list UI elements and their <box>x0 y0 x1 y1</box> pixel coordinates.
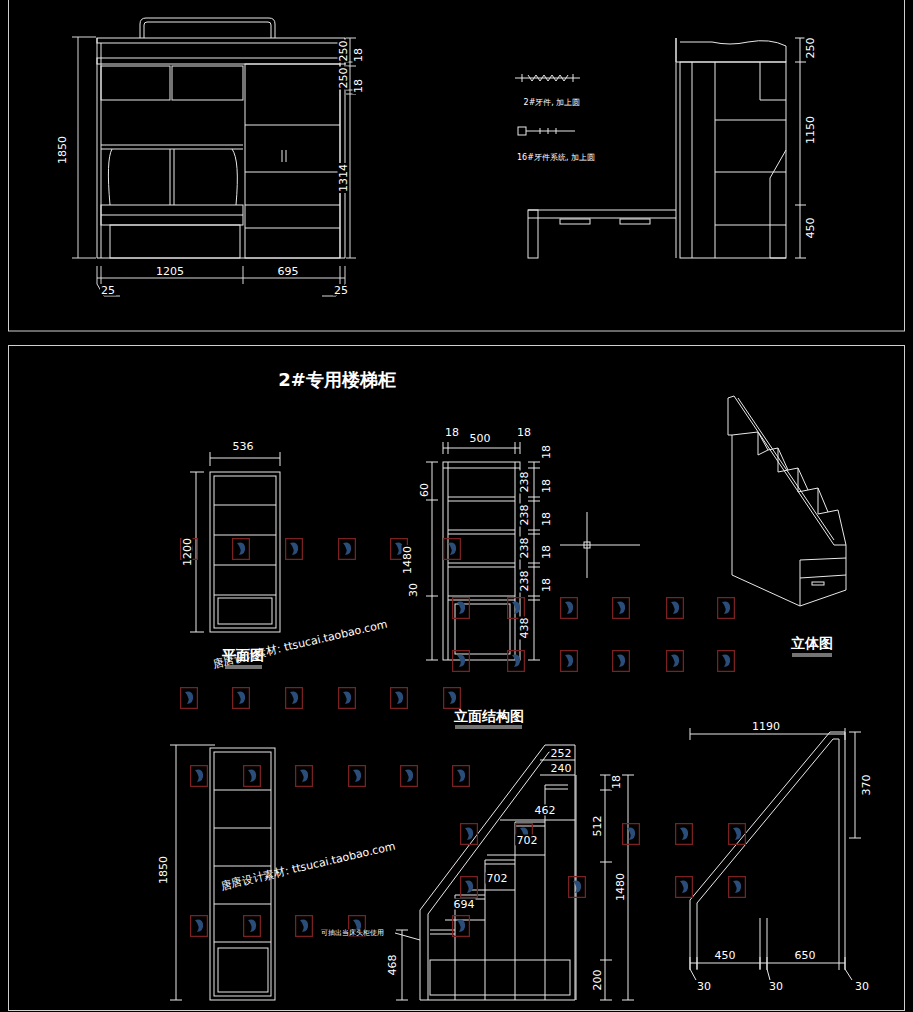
dimension-value: 30 <box>408 582 419 598</box>
dimension-value: 238 <box>519 570 530 593</box>
view-caption: 立体图 <box>790 636 834 650</box>
bed-side-view <box>528 38 806 258</box>
watermark: 唐唐设计素材: ttsucai.taobao.com <box>211 618 390 669</box>
dimension-lines <box>72 37 356 296</box>
dimension-value: 1314 <box>338 163 349 193</box>
panel-frames <box>9 0 905 1011</box>
dimension-value: 18 <box>541 444 552 460</box>
dimension-value: 694 <box>453 899 476 910</box>
dimension-value: 25 <box>100 285 116 296</box>
dimension-value: 1200 <box>182 537 193 567</box>
dimension-value: 252 <box>550 748 573 759</box>
dimension-value: 500 <box>469 433 492 444</box>
dimension-value: 238 <box>519 471 530 494</box>
dimension-value: 238 <box>519 537 530 560</box>
crosshair-mark <box>560 512 640 578</box>
dimension-value: 18 <box>353 47 364 63</box>
sheet-title: 2#专用楼梯柜 <box>277 371 397 389</box>
dimension-value: 450 <box>714 950 737 961</box>
handrail-drawing <box>690 728 861 980</box>
dimension-value: 468 <box>387 954 398 977</box>
dimension-value: 250 <box>338 40 349 63</box>
dimension-value: 438 <box>519 617 530 640</box>
dimension-value: 18 <box>541 577 552 593</box>
dimension-value: 240 <box>550 763 573 774</box>
dimension-value: 695 <box>277 266 300 277</box>
stair-profile <box>395 745 634 1000</box>
dimension-value: 18 <box>444 427 460 438</box>
dimension-value: 238 <box>519 504 530 527</box>
dimension-value: 25 <box>333 285 349 296</box>
dimension-value: 18 <box>541 478 552 494</box>
dimension-value: 250 <box>338 67 349 90</box>
dimension-value: 1150 <box>805 115 816 145</box>
dimension-value: 1205 <box>155 266 185 277</box>
dimension-value: 1480 <box>615 872 626 902</box>
note: 16#牙件系统, 加上圆 <box>516 154 596 162</box>
dimension-value: 1850 <box>158 855 169 885</box>
watermark-logos <box>181 539 746 937</box>
dimension-value: 702 <box>516 835 539 846</box>
dimension-value: 60 <box>419 482 430 498</box>
elevation-structure <box>426 442 540 728</box>
dimension-value: 18 <box>611 774 622 790</box>
dimension-value: 18 <box>541 544 552 560</box>
dimension-value: 30 <box>854 981 870 992</box>
note: 2#牙件, 加上圆 <box>523 99 582 107</box>
dimension-value: 536 <box>232 441 255 452</box>
dimension-value: 1850 <box>57 135 68 165</box>
dimension-value: 30 <box>696 981 712 992</box>
dimension-value: 30 <box>768 981 784 992</box>
dimension-value: 650 <box>794 950 817 961</box>
note: 可抽出当床头柜使用 <box>320 930 385 937</box>
dimension-value: 1190 <box>751 721 781 732</box>
dimension-value: 1480 <box>402 545 413 575</box>
dimension-value: 370 <box>861 774 872 797</box>
dimension-value: 702 <box>486 873 509 884</box>
view-caption: 立面结构图 <box>453 709 525 723</box>
dimension-value: 200 <box>592 969 603 992</box>
bed-front-view <box>97 18 345 258</box>
dimension-value: 512 <box>592 815 603 838</box>
dimension-value: 462 <box>534 805 557 816</box>
dimension-value: 18 <box>516 427 532 438</box>
plan-view <box>190 452 280 668</box>
stair-cabinet-3d <box>728 396 846 656</box>
dimension-value: 250 <box>805 37 816 60</box>
dimension-value: 18 <box>541 511 552 527</box>
dimension-value: 450 <box>805 217 816 240</box>
dimension-value: 18 <box>353 78 364 94</box>
